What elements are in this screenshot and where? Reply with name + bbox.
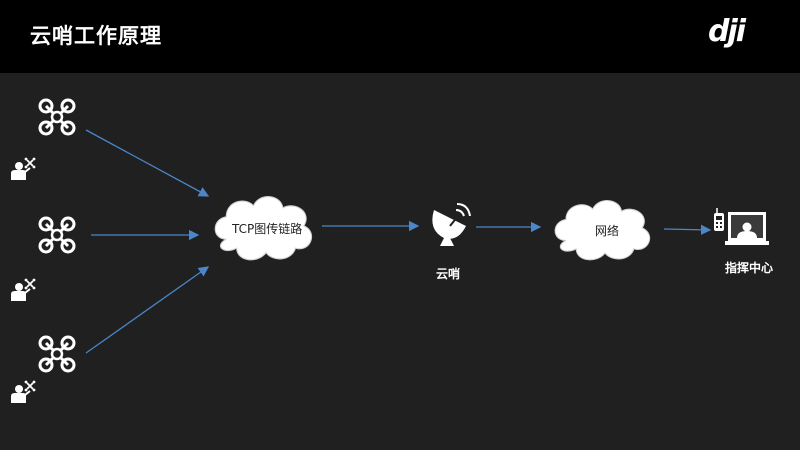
- pilot-icon: [10, 156, 37, 181]
- satellite-dish-icon: [432, 203, 471, 246]
- arrow-drone1-to-tcp: [85, 129, 210, 197]
- arrow-network-to-center: [663, 224, 712, 236]
- dji-logo: dji: [708, 14, 746, 49]
- drone-icon: [38, 98, 76, 136]
- arrow-drone3-to-tcp: [85, 266, 210, 354]
- pilot-icon: [10, 379, 37, 404]
- drone-icon: [38, 335, 76, 373]
- drone-icon: [38, 216, 76, 254]
- command-center-label: 指挥中心: [725, 261, 774, 275]
- pilot-icon: [10, 277, 37, 302]
- yunshao-label: 云哨: [436, 267, 461, 281]
- tcp-cloud-label: TCP图传链路: [232, 222, 303, 236]
- page-title: 云哨工作原理: [30, 24, 162, 48]
- walkie-talkie-icon: [714, 208, 724, 231]
- monitor-operator-icon: [725, 212, 769, 245]
- header-bar: 云哨工作原理 dji: [0, 0, 800, 73]
- network-cloud-label: 网络: [595, 224, 620, 238]
